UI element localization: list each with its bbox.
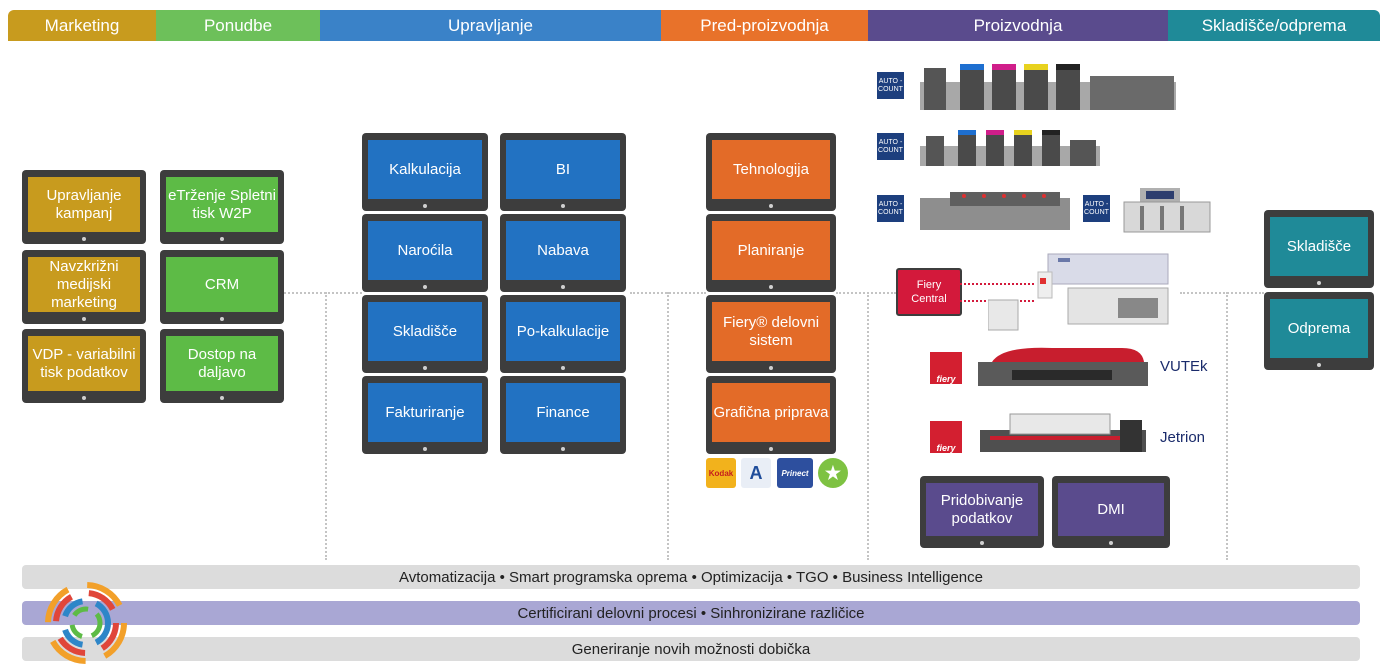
tile-label: Fakturiranje [368, 383, 482, 442]
tile-label: Skladišče [368, 302, 482, 361]
autocount-badge: AUTO - COUNT [877, 133, 904, 160]
agfa-logo-icon: A [741, 458, 771, 488]
tile-label: Fiery® delovni sistem [712, 302, 830, 361]
offset-press-icon [920, 64, 1176, 110]
fiery-logo-icon: fiery [930, 421, 962, 453]
jetrion-printer-icon [980, 413, 1146, 452]
tile-tehnologija[interactable]: Tehnologija [706, 133, 836, 211]
tile-skladisce-upr[interactable]: Skladišče [362, 295, 488, 373]
header-ponudbe: Ponudbe [156, 10, 320, 41]
tile-crm[interactable]: CRM [160, 250, 284, 324]
tile-po-kalkulacije[interactable]: Po-kalkulacije [500, 295, 626, 373]
connector-line [1226, 292, 1228, 560]
connector-line [325, 292, 327, 560]
tile-etrzenje[interactable]: eTrženje Spletni tisk W2P [160, 170, 284, 244]
connector-line [1180, 292, 1264, 294]
fiery-central-box[interactable]: Fiery Central [896, 268, 962, 316]
fiery-logo-icon: fiery [930, 352, 962, 384]
tile-label: CRM [166, 257, 278, 312]
tile-pridobivanje-podatkov[interactable]: Pridobivanje podatkov [920, 476, 1044, 548]
swirl-logo-icon [45, 582, 127, 664]
tile-label: eTrženje Spletni tisk W2P [166, 177, 278, 232]
autocount-badge: AUTO - COUNT [877, 195, 904, 222]
production-printer-icon [988, 253, 1169, 331]
tile-finance[interactable]: Finance [500, 376, 626, 454]
tile-label: Planiranje [712, 221, 830, 280]
tile-label: Grafična priprava [712, 383, 830, 442]
offset-press-icon [920, 130, 1100, 166]
tile-kalkulacija[interactable]: Kalkulacija [362, 133, 488, 211]
tile-label: Navzkrižni medijski marketing [28, 257, 140, 312]
tile-label: Kalkulacija [368, 140, 482, 199]
tile-nabava[interactable]: Nabava [500, 214, 626, 292]
benefits-bar-profit: Generiranje novih možnosti dobička [22, 637, 1360, 661]
tile-label: Naroćila [368, 221, 482, 280]
header-pred-proizvodnja: Pred-proizvodnja [661, 10, 868, 41]
header-skladisce-odprema: Skladišče/odprema [1168, 10, 1380, 41]
connector-line [284, 292, 362, 294]
tile-upravljanje-kampanj[interactable]: Upravljanje kampanj [22, 170, 146, 244]
tile-label: Upravljanje kampanj [28, 177, 140, 232]
connector-line [867, 292, 869, 560]
benefits-bar-automation: Avtomatizacija • Smart programska oprema… [22, 565, 1360, 589]
tile-planiranje[interactable]: Planiranje [706, 214, 836, 292]
tile-bi[interactable]: BI [500, 133, 626, 211]
tile-label: Nabava [506, 221, 620, 280]
tile-narocila[interactable]: Naroćila [362, 214, 488, 292]
prinect-logo-icon: Prinect [777, 458, 813, 488]
tile-label: Tehnologija [712, 140, 830, 199]
kodak-logo-icon: Kodak [706, 458, 736, 488]
tile-odprema[interactable]: Odprema [1264, 292, 1374, 370]
vutek-label: VUTEk [1160, 358, 1208, 375]
tile-label: VDP - variabilni tisk podatkov [28, 336, 140, 391]
digital-press-icon [1123, 188, 1211, 233]
digital-press-icon [920, 192, 1070, 230]
tile-skladisce[interactable]: Skladišče [1264, 210, 1374, 288]
tile-dostop-na-daljavo[interactable]: Dostop na daljavo [160, 329, 284, 403]
star-logo-icon: ★ [818, 458, 848, 488]
tile-label: Pridobivanje podatkov [926, 483, 1038, 536]
vutek-printer-icon [978, 347, 1148, 386]
jetrion-label: Jetrion [1160, 429, 1206, 446]
header-proizvodnja: Proizvodnja [868, 10, 1168, 41]
tile-fakturiranje[interactable]: Fakturiranje [362, 376, 488, 454]
header-upravljanje: Upravljanje [320, 10, 661, 41]
tile-label: BI [506, 140, 620, 199]
tile-label: Finance [506, 383, 620, 442]
connector-line [836, 292, 896, 294]
tile-label: Odprema [1270, 299, 1368, 358]
benefits-bar-certified: Certificirani delovni procesi • Sinhroni… [22, 601, 1360, 625]
tile-vdp[interactable]: VDP - variabilni tisk podatkov [22, 329, 146, 403]
connector-line [667, 292, 669, 560]
autocount-badge: AUTO - COUNT [1083, 195, 1110, 222]
tile-navzkrizni-marketing[interactable]: Navzkrižni medijski marketing [22, 250, 146, 324]
header-marketing: Marketing [8, 10, 156, 41]
fiery-link-line [960, 283, 1034, 285]
tile-label: Dostop na daljavo [166, 336, 278, 391]
tile-label: Po-kalkulacije [506, 302, 620, 361]
tile-fiery-delovni-sistem[interactable]: Fiery® delovni sistem [706, 295, 836, 373]
tile-dmi[interactable]: DMI [1052, 476, 1170, 548]
tile-graficna-priprava[interactable]: Grafična priprava [706, 376, 836, 454]
tile-label: Skladišče [1270, 217, 1368, 276]
autocount-badge: AUTO - COUNT [877, 72, 904, 99]
tile-label: DMI [1058, 483, 1164, 536]
